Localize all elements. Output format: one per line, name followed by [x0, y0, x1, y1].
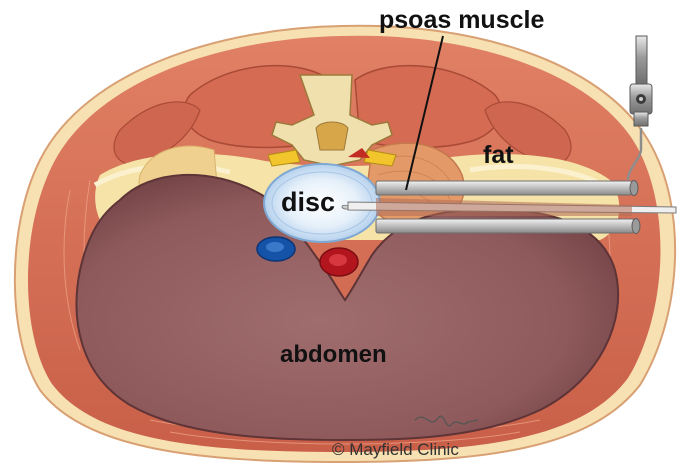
psoas-muscle-label: psoas muscle [379, 8, 544, 33]
fat-label: fat [483, 143, 514, 168]
upper-tube [376, 181, 632, 195]
abdomen-label: abdomen [280, 343, 387, 367]
copyright-credit: © Mayfield Clinic [332, 441, 459, 458]
lower-tube [376, 219, 634, 233]
disc-label: disc [281, 189, 335, 216]
